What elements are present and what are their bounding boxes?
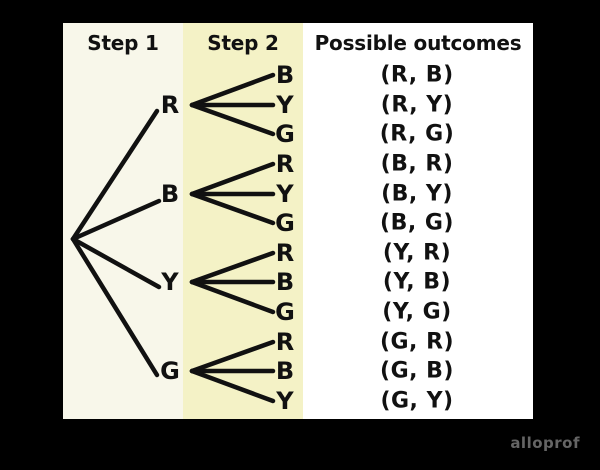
outcome-pair: (G, R) xyxy=(379,329,455,355)
step2-header: Step 2 xyxy=(207,31,279,55)
outcome-pair: (B, R) xyxy=(380,151,454,177)
step2-node: G xyxy=(275,298,295,326)
step2-node: R xyxy=(275,239,295,267)
step1-node-B: B xyxy=(160,180,180,208)
step2-node: B xyxy=(275,268,295,296)
branch-root-Y xyxy=(70,236,162,290)
step2-node: R xyxy=(275,328,295,356)
tree-branches xyxy=(70,72,276,404)
branch-R-G xyxy=(189,102,276,137)
step1-node-Y: Y xyxy=(161,268,179,296)
step2-node: G xyxy=(275,209,295,237)
branch-G-R xyxy=(189,339,276,374)
branch-root-G xyxy=(70,236,160,378)
tree-diagram: Step 1 Step 2 Possible outcomes xyxy=(63,23,533,419)
outcome-pair: (R, G) xyxy=(379,121,455,147)
step1-node-R: R xyxy=(160,91,180,119)
outcome-pair: (Y, R) xyxy=(382,240,452,266)
outcome-pair: (R, Y) xyxy=(380,92,454,118)
outcome-pair: (R, B) xyxy=(380,62,454,88)
alloprof-watermark: alloprof xyxy=(510,434,580,452)
branch-Y-R xyxy=(189,250,276,285)
branch-Y-G xyxy=(189,279,276,315)
outcome-pair: (G, B) xyxy=(380,358,454,384)
step1-header: Step 1 xyxy=(87,31,159,55)
step2-node: Y xyxy=(276,180,294,208)
outcomes-column-bg xyxy=(303,23,533,419)
outcome-pair: (Y, G) xyxy=(382,299,452,325)
step2-node: R xyxy=(275,150,295,178)
step2-node: Y xyxy=(276,387,294,415)
branch-B-G xyxy=(189,191,276,226)
step2-node: G xyxy=(275,120,295,148)
outcome-pair: (Y, B) xyxy=(382,269,452,295)
column-headers: Step 1 Step 2 Possible outcomes xyxy=(63,31,533,55)
step2-node: Y xyxy=(276,91,294,119)
outcome-pair: (B, Y) xyxy=(381,181,453,207)
outcome-pair: (G, Y) xyxy=(380,388,454,414)
branch-R-B xyxy=(189,72,276,108)
step1-node-G: G xyxy=(160,357,180,385)
branch-G-Y xyxy=(189,368,276,404)
outcome-pair: (B, G) xyxy=(380,210,454,236)
branch-root-B xyxy=(70,198,162,242)
step2-node: B xyxy=(275,61,295,89)
branch-B-R xyxy=(189,161,276,197)
outcomes-header: Possible outcomes xyxy=(314,31,522,55)
step2-node: B xyxy=(275,357,295,385)
branch-root-R xyxy=(70,108,160,242)
